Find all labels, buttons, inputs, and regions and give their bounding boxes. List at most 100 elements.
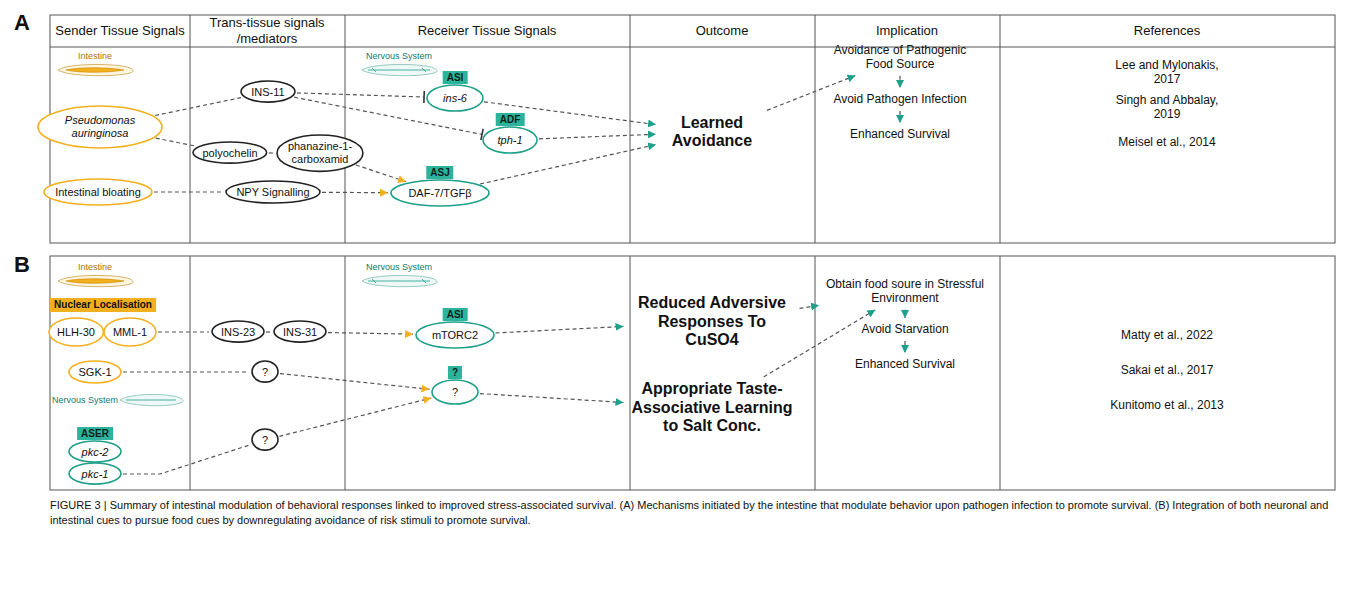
signal-connector — [266, 331, 271, 332]
neuron-name-tag: ASI — [443, 308, 468, 321]
text-label: Singh and Abbalay, 2019 — [1102, 93, 1232, 122]
node-text: Enhanced Survival — [855, 358, 955, 372]
node-text: Avoid Starvation — [861, 323, 948, 337]
signal-connector — [480, 394, 624, 403]
signal-connector — [904, 341, 905, 353]
neuron-signal-ellipse: DAF-7/TGFβASJ — [390, 179, 490, 207]
node-text: Obtain food soure in Stressful Environme… — [825, 278, 985, 306]
intestine-worm — [58, 64, 133, 75]
neuron-signal-ellipse: tph-1ADF — [482, 126, 538, 154]
signal-connector — [899, 76, 900, 88]
text-label: Receiver Tissue Signals — [418, 23, 557, 39]
text-label: Implication — [876, 23, 938, 39]
nervous-worm — [362, 64, 437, 75]
signal-connector — [158, 331, 209, 332]
node-text: Reduced Adversive Responses To CuSO4 — [630, 294, 795, 349]
text-label: Nervous System — [366, 51, 432, 62]
neuron-signal-ellipse: mTORC2ASI — [415, 321, 495, 349]
signal-connector — [297, 93, 424, 97]
node-text: tph-1 — [497, 134, 522, 147]
implication-text: Enhanced Survival — [851, 355, 959, 375]
implication-text: Avoid Pathogen Infection — [829, 90, 970, 110]
signal-connector — [123, 445, 250, 474]
node-text: INS-31 — [283, 326, 317, 339]
neuron-signal-ellipse: pkc-1 — [68, 462, 122, 485]
text-label: Outcome — [696, 23, 749, 39]
signal-connector — [155, 98, 241, 116]
text-label: Nervous System — [366, 262, 432, 273]
text-label: Nervous System — [52, 395, 118, 406]
intestinal-signal-ellipse: Pseudomonas auringinosa — [37, 105, 163, 149]
signal-connector — [280, 374, 430, 390]
intestine-worm — [58, 275, 133, 286]
mediator-ellipse: ? — [251, 428, 279, 451]
signal-connector — [269, 152, 274, 153]
node-text: Learned Avoidance — [662, 114, 762, 151]
neuron-signal-ellipse: pkc-2ASER — [68, 440, 122, 463]
nervous-worm — [362, 275, 437, 286]
neuron-name-tag: ASJ — [426, 166, 453, 179]
text-label: Lee and Mylonakis, 2017 — [1102, 58, 1232, 87]
node-text: pkc-1 — [82, 468, 109, 481]
mediator-ellipse: INS-11 — [240, 80, 296, 103]
implication-text: Obtain food soure in Stressful Environme… — [821, 275, 989, 309]
node-text: Appropriate Taste-Associative Learning t… — [630, 380, 795, 435]
mediator-ellipse: ? — [251, 360, 279, 383]
text-label: A — [14, 10, 30, 36]
signal-connector — [322, 192, 388, 194]
signal-connector — [279, 398, 431, 436]
node-text: ? — [262, 366, 268, 379]
neuron-name-tag: ASER — [77, 427, 113, 440]
node-text: ? — [262, 434, 268, 447]
intestinal-signal-ellipse: MML-1 — [103, 317, 157, 347]
implication-text: Avoid Starvation — [855, 320, 955, 340]
outcome-text: Appropriate Taste-Associative Learning t… — [626, 377, 799, 438]
text-label: Sakai et al., 2017 — [1121, 363, 1214, 377]
signal-connector — [539, 134, 656, 139]
implication-text: Enhanced Survival — [846, 125, 954, 145]
signal-connector — [154, 191, 223, 192]
node-text: Avoidance of Pathogenic Food Source — [825, 44, 975, 72]
nervous-worm — [120, 394, 183, 405]
text-label: Intestine — [78, 262, 112, 273]
figure-caption: FIGURE 3 | Summary of intestinal modulat… — [50, 498, 1335, 528]
signal-connector — [904, 310, 905, 318]
signal-connector — [328, 333, 413, 335]
text-label: Matty et al., 2022 — [1121, 328, 1213, 342]
signal-connector — [156, 138, 197, 146]
intestinal-signal-ellipse: HLH-30 — [48, 317, 104, 347]
text-label: Sender Tissue Signals — [55, 23, 184, 39]
mediator-ellipse: polyochelin — [192, 141, 268, 164]
text-label: Intestine — [78, 51, 112, 62]
neuron-name-tag: ? — [448, 366, 462, 379]
implication-text: Avoidance of Pathogenic Food Source — [821, 41, 979, 75]
node-text: mTORC2 — [432, 329, 478, 342]
signal-connector — [123, 371, 249, 372]
text-label: B — [14, 252, 30, 278]
mediator-ellipse: INS-31 — [273, 320, 327, 343]
node-text: Enhanced Survival — [850, 128, 950, 142]
neuron-signal-ellipse: ?? — [431, 379, 479, 405]
node-text: phanazine-1-carboxamid — [287, 140, 353, 165]
text-label: Trans-tissue signals /mediators — [197, 15, 337, 46]
outcome-text: Reduced Adversive Responses To CuSO4 — [626, 291, 799, 352]
mediator-ellipse: INS-23 — [211, 320, 265, 343]
node-text: NPY Signalling — [236, 186, 309, 199]
node-text: MML-1 — [113, 326, 147, 339]
text-label: Meisel et al., 2014 — [1118, 135, 1215, 149]
signal-connector — [899, 111, 900, 123]
outcome-text: Learned Avoidance — [658, 111, 766, 154]
node-text: DAF-7/TGFβ — [408, 187, 471, 200]
intestinal-signal-ellipse: Intestinal bloating — [43, 178, 153, 206]
signal-connector — [799, 305, 819, 308]
signal-connector — [496, 326, 624, 332]
mediator-ellipse: NPY Signalling — [225, 180, 321, 204]
node-text: HLH-30 — [57, 326, 95, 339]
node-text: SGK-1 — [78, 366, 111, 379]
neuron-signal-ellipse: ins-6ASI — [426, 84, 484, 112]
text-label: References — [1134, 23, 1200, 39]
signal-connector — [356, 165, 406, 182]
location-tag: Nuclear Localisation — [50, 298, 156, 312]
node-text: Avoid Pathogen Infection — [833, 93, 966, 107]
intestinal-signal-ellipse: SGK-1 — [68, 360, 122, 384]
